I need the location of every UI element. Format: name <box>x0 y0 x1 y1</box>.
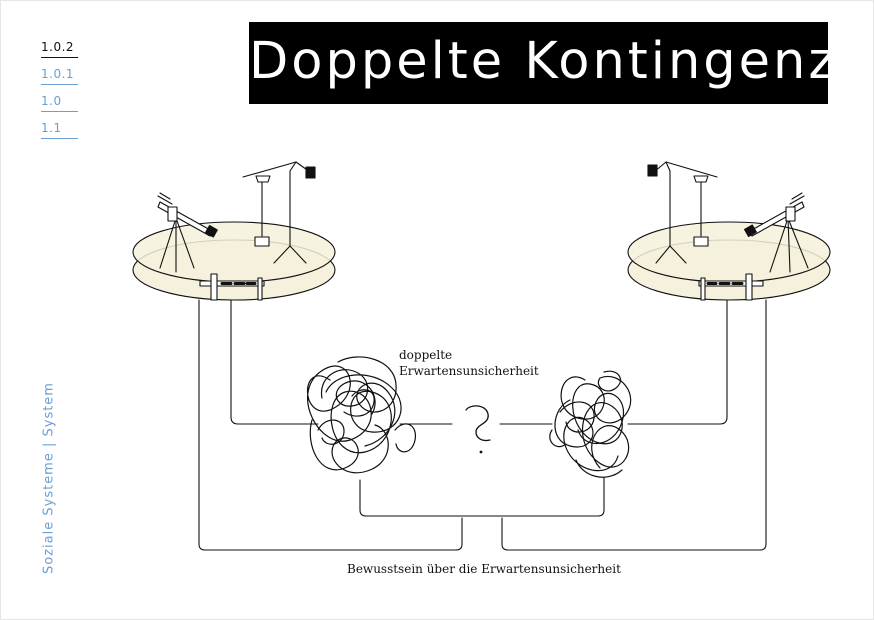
label-double-uncertainty-line2: Erwartensunsicherheit <box>399 364 539 378</box>
page-title: Doppelte Kontingenz <box>249 32 828 91</box>
question-mark-icon <box>465 405 491 454</box>
label-awareness: Bewusstsein über die Erwartensunsicherhe… <box>347 562 621 576</box>
left-platform <box>132 161 336 301</box>
label-double-uncertainty: doppelte Erwartensunsicherheit <box>399 347 539 379</box>
right-platform <box>627 161 831 301</box>
right-lamp-stand <box>647 161 718 264</box>
nav-item-1-0[interactable]: 1.0 <box>41 94 78 112</box>
left-tangle <box>306 356 417 474</box>
right-tangle <box>549 370 632 478</box>
nav-item-1-0-1[interactable]: 1.0.1 <box>41 67 78 85</box>
nav-item-1-1[interactable]: 1.1 <box>41 121 78 139</box>
left-lamp-stand <box>242 161 316 264</box>
nav-item-1-0-2[interactable]: 1.0.2 <box>41 40 78 58</box>
left-rail <box>199 273 265 301</box>
label-double-uncertainty-line1: doppelte <box>399 348 453 362</box>
section-nav: 1.0.2 1.0.1 1.0 1.1 <box>41 40 78 148</box>
left-telescope <box>157 192 218 273</box>
title-banner: Doppelte Kontingenz <box>249 22 828 104</box>
right-telescope <box>743 192 809 273</box>
outer-cables <box>198 299 767 551</box>
right-rail <box>698 273 764 301</box>
